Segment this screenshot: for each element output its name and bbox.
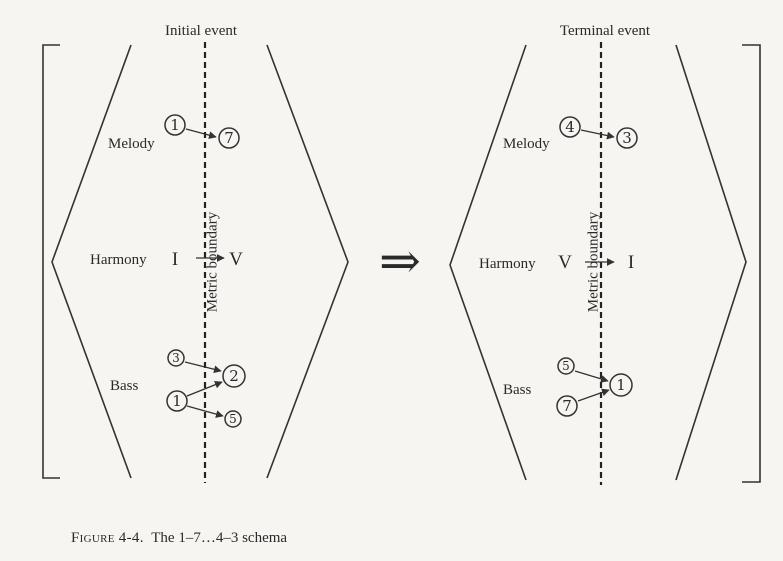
- left-panel: Initial event Metric boundary Melody 1 7…: [51, 23, 349, 483]
- figure-caption: Figure 4-4. The 1–7…4–3 schema: [71, 530, 287, 547]
- implication-arrow-icon: ⇒: [379, 233, 421, 289]
- right-bass-top-degree: 5: [562, 359, 570, 373]
- right-bracket: [742, 44, 761, 483]
- left-melody-from-circle: [164, 114, 186, 136]
- left-bass-label: Bass: [110, 378, 139, 394]
- right-melody-from-degree: 4: [565, 118, 575, 136]
- right-bass-arrow-5-1: [574, 370, 609, 383]
- left-melody-to-circle: [218, 127, 240, 149]
- right-panel-left-chevron: [449, 44, 527, 481]
- right-bass-arrow-7-1: [577, 388, 610, 402]
- right-harmony-label: Harmony: [479, 256, 536, 272]
- left-bass-arrow-3-2: [184, 361, 222, 374]
- left-boundary-label: Metric boundary: [204, 211, 220, 312]
- right-bass-top-circle: [557, 357, 575, 375]
- left-bass-low-degree: 5: [229, 412, 237, 426]
- left-harmony-label: Harmony: [90, 252, 147, 268]
- left-bass-arrow-1-2: [186, 380, 223, 397]
- terminal-event-title: Terminal event: [560, 23, 651, 39]
- left-bass-top-degree: 3: [172, 351, 180, 365]
- right-panel: Terminal event Metric boundary Melody 4 …: [449, 23, 747, 485]
- left-melody-label: Melody: [108, 136, 155, 152]
- left-bass-bottom-circle: [166, 390, 188, 412]
- left-bass-low-circle: [224, 410, 242, 428]
- right-melody-to-degree: 3: [622, 129, 632, 147]
- right-bass-bottom-degree: 7: [562, 397, 572, 415]
- right-bass-label: Bass: [503, 382, 532, 398]
- left-bass-top-circle: [167, 349, 185, 367]
- left-melody-to-degree: 7: [224, 129, 234, 147]
- left-harmony-from: I: [172, 249, 178, 270]
- right-bass-target-degree: 1: [616, 376, 626, 394]
- right-melody-to-circle: [616, 127, 638, 149]
- left-bass-bottom-degree: 1: [172, 392, 182, 410]
- left-melody-arrow: [185, 128, 217, 139]
- left-panel-left-chevron: [51, 44, 132, 479]
- right-harmony-to: I: [628, 252, 634, 273]
- right-bass-bottom-circle: [556, 395, 578, 417]
- left-harmony-to: V: [229, 249, 243, 270]
- left-panel-right-chevron: [266, 44, 349, 479]
- right-melody-from-circle: [559, 116, 581, 138]
- left-bass-arrow-1-5: [186, 405, 224, 418]
- right-bass-target-circle: [609, 373, 633, 397]
- caption-text: The 1–7…4–3 schema: [151, 530, 288, 546]
- right-melody-label: Melody: [503, 136, 550, 152]
- figure-label: Figure 4-4.: [71, 530, 144, 546]
- left-bracket: [42, 44, 60, 479]
- right-harmony-from: V: [558, 252, 572, 273]
- left-bass-mid-degree: 2: [229, 367, 239, 385]
- right-panel-right-chevron: [675, 44, 747, 481]
- right-melody-arrow: [580, 129, 615, 140]
- left-bass-mid-circle: [222, 364, 246, 388]
- left-melody-from-degree: 1: [170, 116, 180, 134]
- initial-event-title: Initial event: [165, 23, 238, 39]
